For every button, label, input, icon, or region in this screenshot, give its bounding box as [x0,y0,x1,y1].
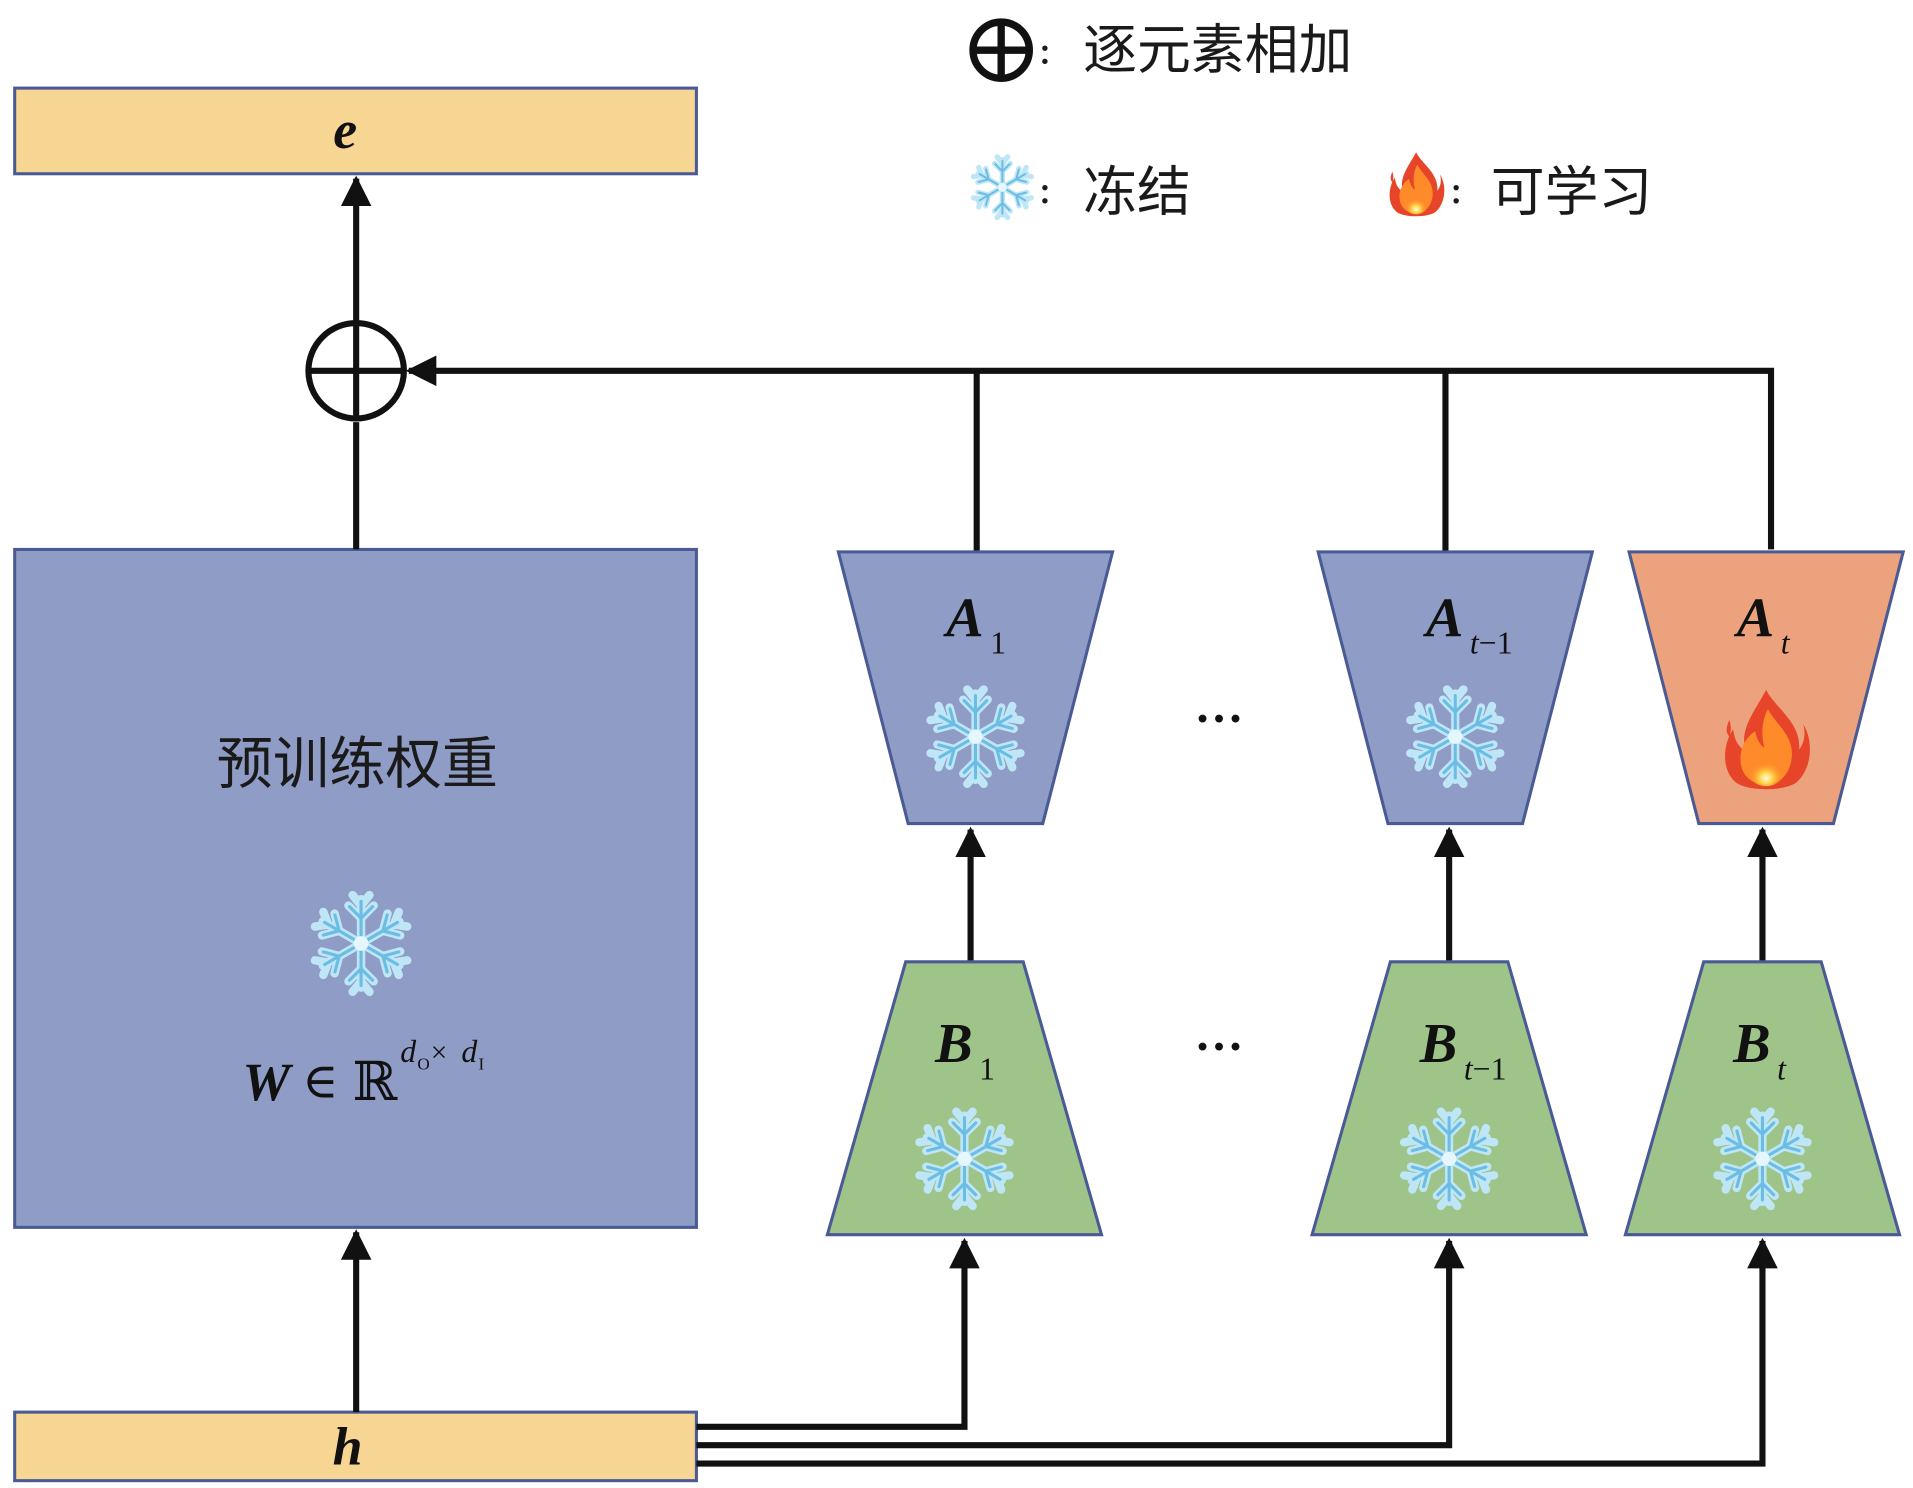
legend-separator: : [1038,164,1052,213]
formula-reals: ℝ [352,1052,398,1112]
adapter-name: B [1732,1013,1771,1075]
adapter-subscript: t−1 [1464,1051,1507,1086]
legend-freeze: : 冻结 [972,157,1191,223]
wire-input-to-b1 [696,1237,980,1430]
b-to-a-arrows [955,826,1778,962]
input-label: h [333,1417,363,1477]
weight-formula: W ∈ ℝ d O × d I [242,1034,484,1112]
ellipsis-a: … [1195,678,1244,733]
legend-freeze-label: 冻结 [1083,160,1191,223]
elementwise-add-node [305,319,407,422]
adapter-subscript: 1 [979,1051,995,1086]
adapter-shape [1316,550,1595,826]
snowflake-icon [972,157,1033,218]
wire-input-to-bt1 [696,1237,1465,1449]
adapter-name: B [934,1013,973,1075]
wire-input-to-bt [696,1237,1778,1467]
formula-d1: d [461,1034,477,1069]
formula-d1-sub: I [479,1055,485,1074]
adapter-name: A [943,587,984,649]
output-block: e [13,86,698,176]
circled-plus-icon [969,18,1033,82]
adapter-shape [825,960,1104,1237]
legend-separator: : [1038,25,1052,74]
fire-icon [1389,152,1445,217]
output-label: e [333,100,357,160]
legend-add-label: 逐元素相加 [1083,19,1352,82]
adapter-sum-bus [405,355,1775,552]
adapter-shape [1310,960,1589,1237]
legend-add: : 逐元素相加 [969,18,1352,82]
adapter-subscript: t [1777,1051,1787,1086]
wire-bus-to-add [405,355,1775,550]
adapter-shape [1627,550,1906,826]
adapter-name: A [1423,587,1464,649]
pretrained-title: 预训练权重 [217,732,498,797]
formula-in: ∈ [302,1054,338,1109]
adapter-subscript: 1 [990,625,1006,660]
formula-w: W [242,1052,294,1112]
input-block: h [13,1410,698,1483]
formula-times: × [431,1037,448,1069]
adapter-name: B [1419,1013,1458,1075]
adapter-subscript: t [1781,625,1791,660]
legend-learn-label: 可学习 [1491,160,1653,223]
adapter-subscript: t−1 [1470,625,1513,660]
formula-d0-sub: O [417,1055,429,1074]
legend: : 逐元素相加 : 冻结 : 可学习 [969,18,1653,223]
pretrained-weight-block: 预训练权重 W ∈ ℝ d O × d I [13,547,698,1229]
adapter-shape [1623,960,1902,1237]
legend-separator: : [1449,164,1463,213]
adapter-name: A [1734,587,1775,649]
input-distribution-wires [696,1237,1778,1467]
formula-d0: d [400,1034,416,1069]
legend-learn: : 可学习 [1389,152,1653,223]
adapter-shape [836,550,1115,826]
ellipsis-b: … [1195,1006,1244,1061]
